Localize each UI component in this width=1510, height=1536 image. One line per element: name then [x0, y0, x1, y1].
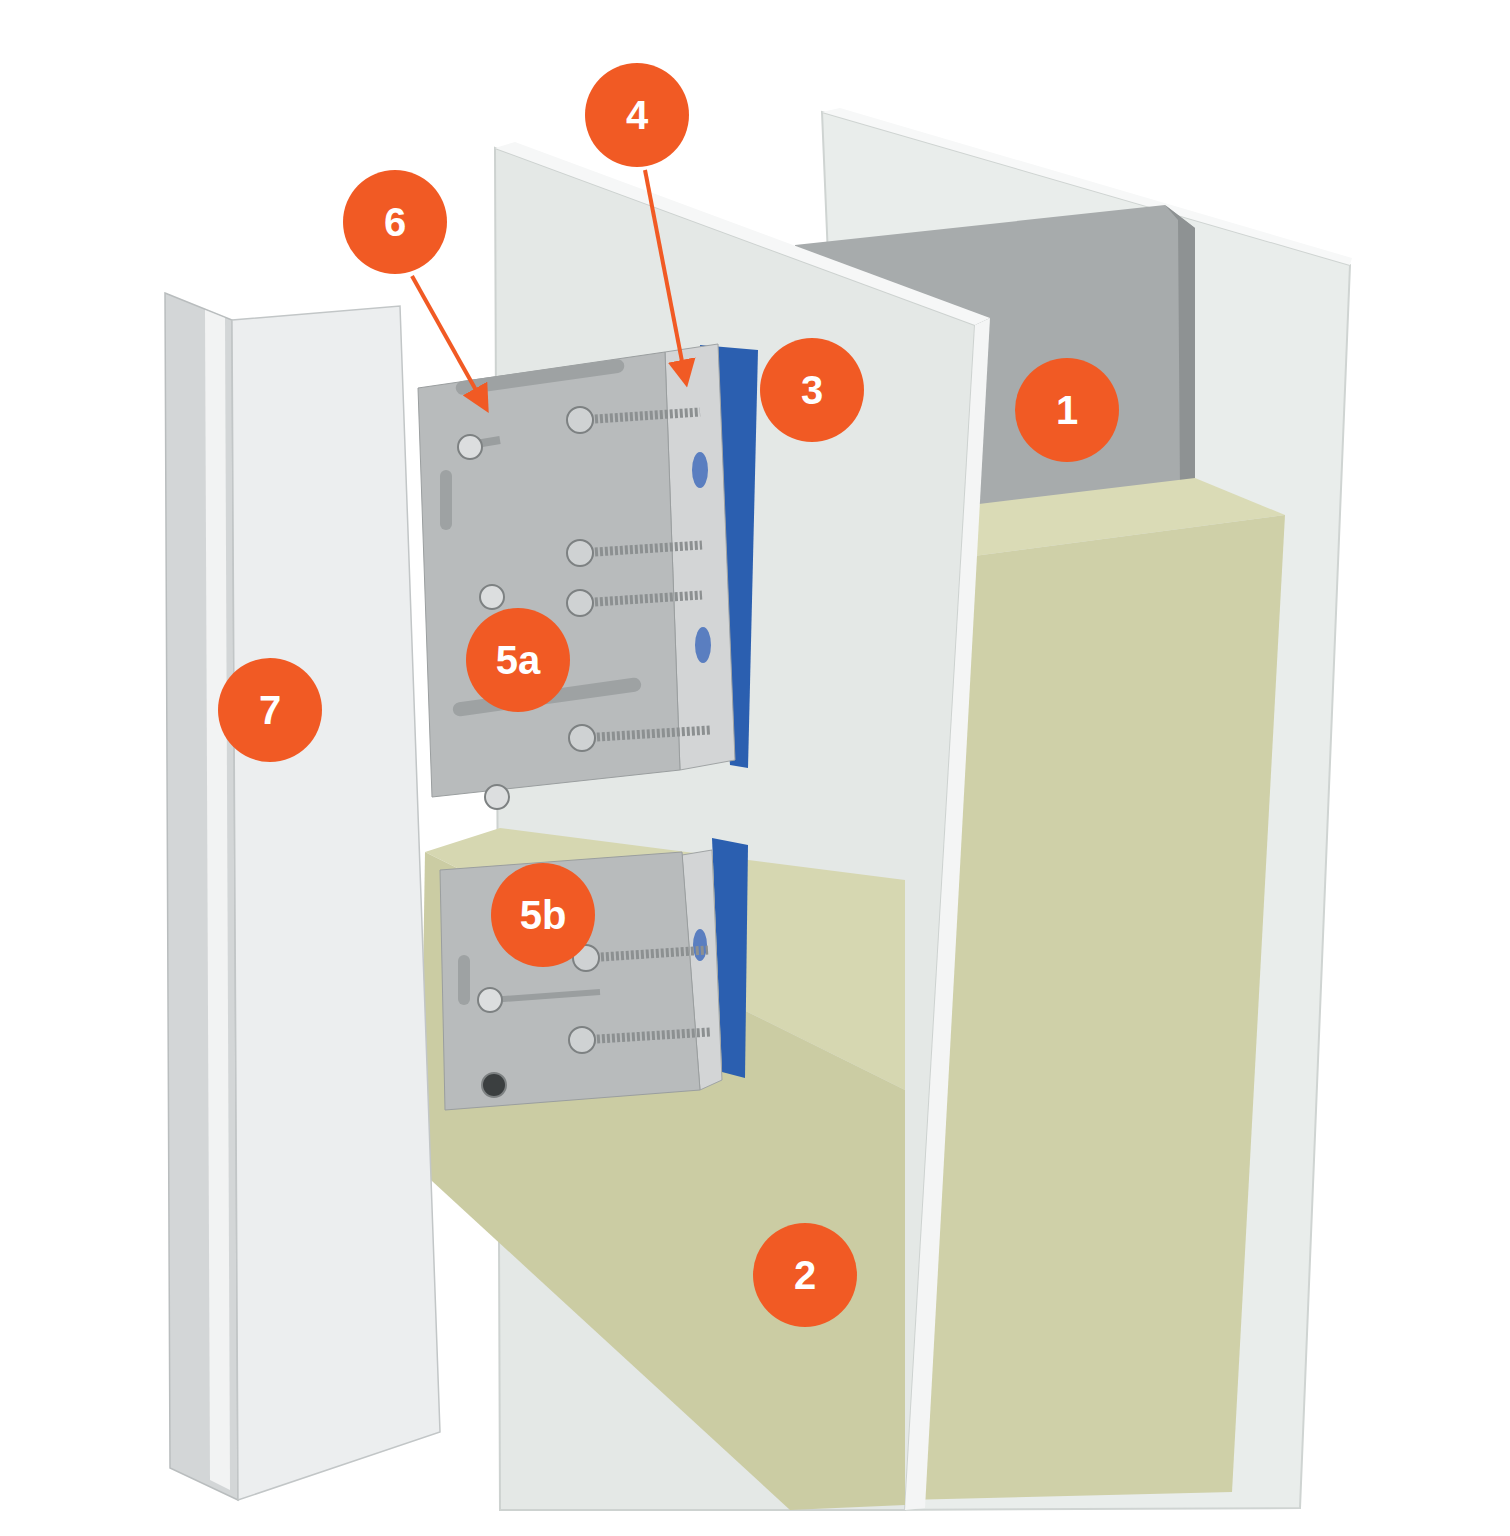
screws	[458, 407, 710, 809]
screw-thread	[582, 730, 710, 738]
screw-head	[567, 590, 593, 616]
bolt-head	[478, 988, 502, 1012]
slot	[693, 929, 707, 961]
profile-flange	[165, 293, 238, 1500]
screw-thread	[582, 1032, 710, 1040]
bolt	[490, 992, 600, 1000]
callout-number: 6	[343, 170, 447, 274]
bracket-plate	[440, 852, 700, 1110]
callout-text: 5b	[520, 895, 567, 935]
leader-line	[412, 276, 486, 408]
slot	[440, 470, 452, 530]
screw-thread	[586, 950, 708, 958]
callout-text: 3	[801, 370, 823, 410]
leader-line	[645, 170, 686, 382]
slot	[695, 627, 711, 663]
callout-number: 7	[218, 658, 322, 762]
bolt-head	[482, 1073, 506, 1097]
callout-number: 4	[585, 63, 689, 167]
slot	[458, 955, 470, 1005]
profile-web	[232, 306, 440, 1500]
insulation-block	[420, 852, 905, 1510]
callout-text: 4	[626, 95, 648, 135]
profile-rib	[205, 310, 230, 1490]
screw-thread	[580, 545, 702, 553]
callout-text: 7	[259, 690, 281, 730]
board-edge	[905, 318, 990, 1510]
callout-number: 1	[1015, 358, 1119, 462]
screw-head	[567, 407, 593, 433]
board-edge	[495, 142, 990, 325]
callout-number: 3	[760, 338, 864, 442]
callout-text: 6	[384, 202, 406, 242]
screw-head	[569, 725, 595, 751]
callout-text: 1	[1056, 390, 1078, 430]
stud-flange	[1165, 205, 1195, 492]
callout-text: 2	[794, 1255, 816, 1295]
screw-head	[569, 1027, 595, 1053]
screw-thread	[580, 595, 702, 603]
callout-number: 5b	[491, 863, 595, 967]
screws	[478, 945, 710, 1097]
bolt-head	[458, 435, 482, 459]
screw-head	[567, 540, 593, 566]
slot	[455, 358, 625, 396]
callout-text: 5a	[496, 640, 541, 680]
callout-number: 5a	[466, 608, 570, 712]
bolt-head	[485, 785, 509, 809]
screw-thread	[580, 412, 700, 420]
slot	[692, 452, 708, 488]
bolt-head	[480, 585, 504, 609]
callout-number: 2	[753, 1223, 857, 1327]
